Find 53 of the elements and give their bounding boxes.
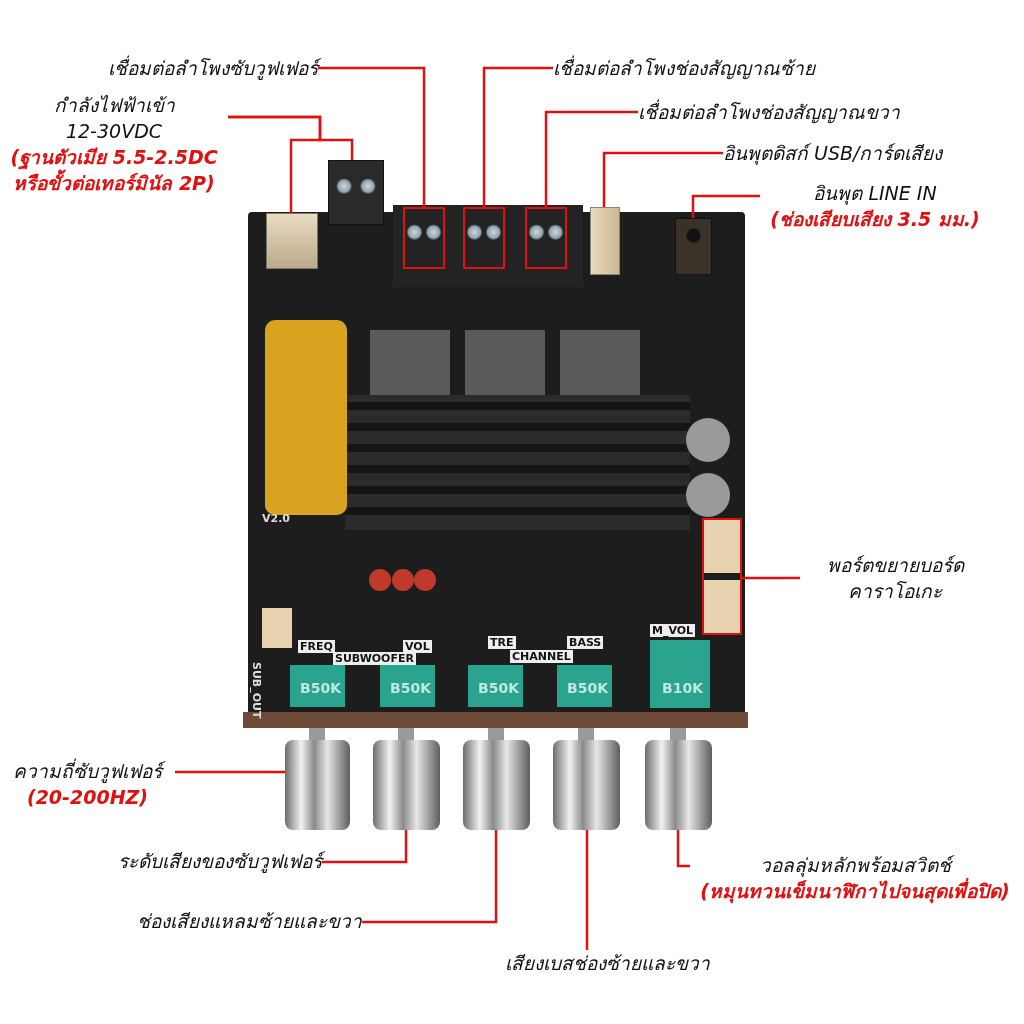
connector-pair [702,518,742,635]
knob [553,740,620,830]
screw-terminal [328,160,384,225]
callout-label: อินพุต LINE IN [812,181,938,206]
callout-note: (ช่องเสียบเสียง 3.5 มม.) [769,207,981,232]
callout-label: ความถี่ซับวูฟเฟอร์ [0,758,175,784]
leader-line [585,830,589,950]
knob [645,740,712,830]
component-marking: B50K [390,680,431,696]
leader-line [175,770,285,774]
callout-label: พอร์ตขยายบอร์ดคาราโอเกะ [800,552,990,604]
callout-label: ช่องเสียงแหลมซ้ายและขวา [137,908,362,934]
callout-label: กำลังไฟฟ้าเข้า 12-30VDC [52,93,176,144]
silkscreen-label: TRE [488,636,516,649]
component-marking: B10K [662,680,703,696]
component-marking: B50K [567,680,608,696]
leader-line [602,151,723,207]
silkscreen-label: V2.0 [262,512,290,525]
leader-line [318,66,426,207]
callout-label: เสียงเบสช่องซ้ายและขวา [505,950,710,976]
callout-label: เชื่อมต่อลำโพงช่องสัญญาณซ้าย [553,55,815,81]
leader-line [362,830,498,924]
audio-jack [675,218,712,275]
screw-terminal [463,207,505,269]
knob [463,740,530,830]
callout-label: เชื่อมต่อลำโพงช่องสัญญาณขวา [638,99,900,125]
callout-note: (หมุนทวนเข็มนาฬิกาไปจนสุดเพื่อปิด) [699,878,1011,904]
silkscreen-label: SUBWOOFER [333,652,416,665]
dc-power-jack [266,213,318,269]
component-marking: B50K [478,680,519,696]
callout-note: (20-200HZ) [25,785,149,810]
leader-line [322,830,408,864]
callout-note: (ฐานตัวเมีย 5.5-2.5DC หรือขั้วต่อเทอร์มินัล 2P) [9,145,219,196]
callout-label: วอลลุ่มหลักพร้อมสวิตช์ [690,852,1020,878]
leader-line [228,115,354,160]
leader-line [742,576,800,580]
silkscreen-label: CHANNEL [510,650,573,663]
silkscreen-label: M_VOL [650,624,696,637]
knob [373,740,440,830]
leader-line [676,830,690,868]
component-marking: B50K [300,680,341,696]
leader-line [482,66,553,207]
silkscreen-label: SUB_OUT [250,662,263,719]
silkscreen-label: BASS [567,636,604,649]
knob [285,740,350,830]
callout-label: อินพุตดิสก์ USB/การ์ดเสียง [723,140,943,166]
screw-terminal [525,207,567,269]
leader-line [544,110,638,207]
screw-terminal [403,207,445,269]
silkscreen-label: FREQ [298,640,335,653]
usb-port [590,207,620,275]
leader-line [691,194,760,218]
silkscreen-label: VOL [403,640,432,653]
